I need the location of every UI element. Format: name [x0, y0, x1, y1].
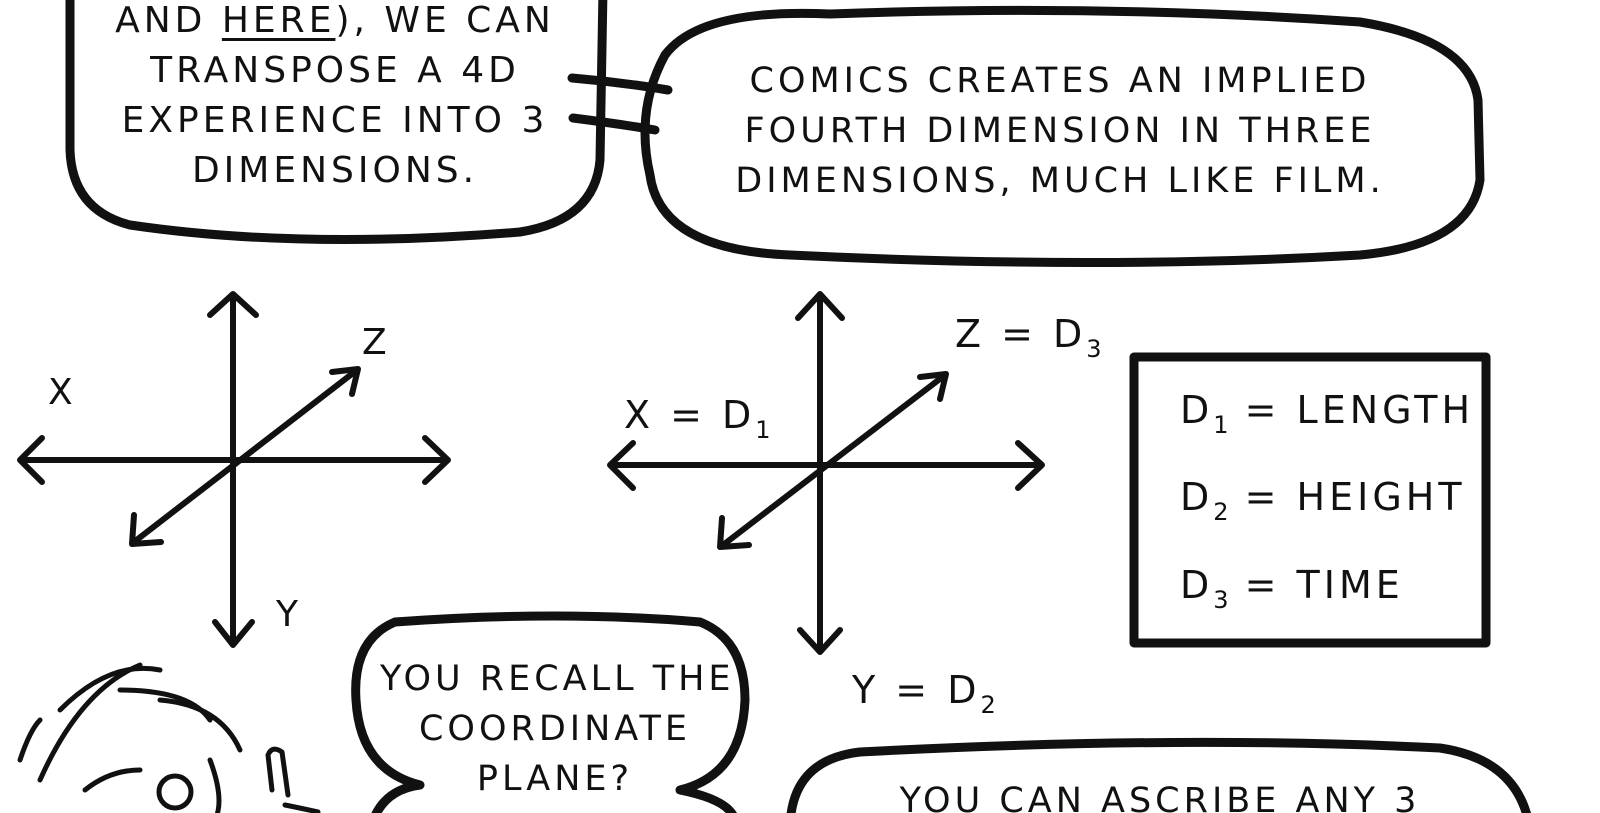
bubble-middle-line3: PLANE?: [476, 759, 634, 799]
bubble-top-left-line2: TRANSPOSE A 4D: [150, 50, 520, 91]
axis-x-label-left: X: [48, 372, 77, 413]
bubble-top-left-line1: AND HERE), WE CAN: [115, 0, 555, 41]
axis-y-label-right: Y = D2: [852, 668, 996, 719]
legend-row-time: D3 = TIME: [1180, 563, 1404, 614]
speech-bubble-top-left: [65, 0, 608, 245]
bubble-bottom-right-text: YOU CAN ASCRIBE ANY 3: [880, 776, 1440, 813]
bubble-top-right-line1: COMICS CREATES AN IMPLIED: [749, 61, 1371, 101]
bubble-top-left-text: AND HERE), WE CAN TRANSPOSE A 4D EXPERIE…: [105, 0, 565, 196]
legend-box-border: [1129, 352, 1491, 648]
axis-z-label-right: Z = D3: [955, 312, 1102, 363]
axis-x-label-right: X = D1: [624, 393, 771, 444]
legend-row-height: D2 = HEIGHT: [1180, 475, 1466, 526]
bubble-middle-line1: YOU RECALL THE: [380, 659, 735, 699]
emphasized-word: HERE: [221, 0, 336, 41]
axes-left: [17, 291, 451, 648]
bubble-top-left-line4: DIMENSIONS.: [191, 150, 479, 191]
bubble-top-left-line3: EXPERIENCE INTO 3: [121, 100, 549, 141]
speech-bubble-middle: [351, 611, 750, 813]
bubble-top-right-line2: FOURTH DIMENSION IN THREE: [744, 111, 1376, 151]
speech-bubble-bottom-right: [786, 737, 1531, 813]
bubble-middle-line2: COORDINATE: [418, 709, 692, 749]
speech-bubble-top-right: [640, 5, 1485, 267]
axis-z-label-left: Z: [362, 322, 391, 363]
axes-right: [607, 291, 1045, 655]
bubble-top-right-line3: DIMENSIONS, MUCH LIKE FILM.: [735, 161, 1385, 201]
axis-y-label-left: Y: [276, 594, 302, 635]
bubble-middle-text: YOU RECALL THE COORDINATE PLANE?: [380, 654, 735, 804]
character-sketch: [17, 662, 321, 813]
bubble-top-right-text: COMICS CREATES AN IMPLIED FOURTH DIMENSI…: [690, 56, 1430, 206]
bubble-bottom-right-line1: YOU CAN ASCRIBE ANY 3: [899, 781, 1421, 813]
legend-row-length: D1 = LENGTH: [1180, 388, 1475, 439]
